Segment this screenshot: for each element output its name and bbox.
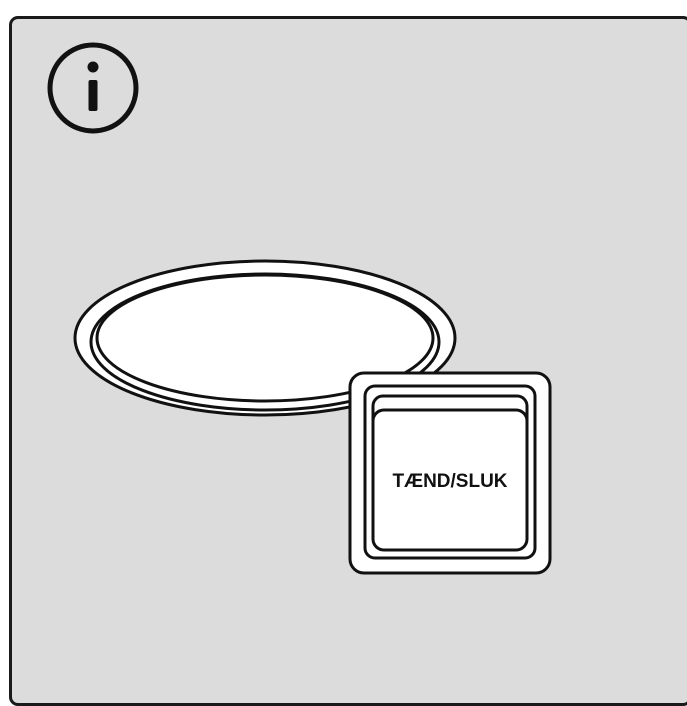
info-icon (47, 42, 139, 134)
ceiling-lamp (73, 259, 457, 417)
illustration-scene: TÆND/SLUK (47, 42, 552, 575)
switch-label: TÆND/SLUK (392, 471, 507, 492)
wall-switch: TÆND/SLUK (348, 371, 552, 575)
